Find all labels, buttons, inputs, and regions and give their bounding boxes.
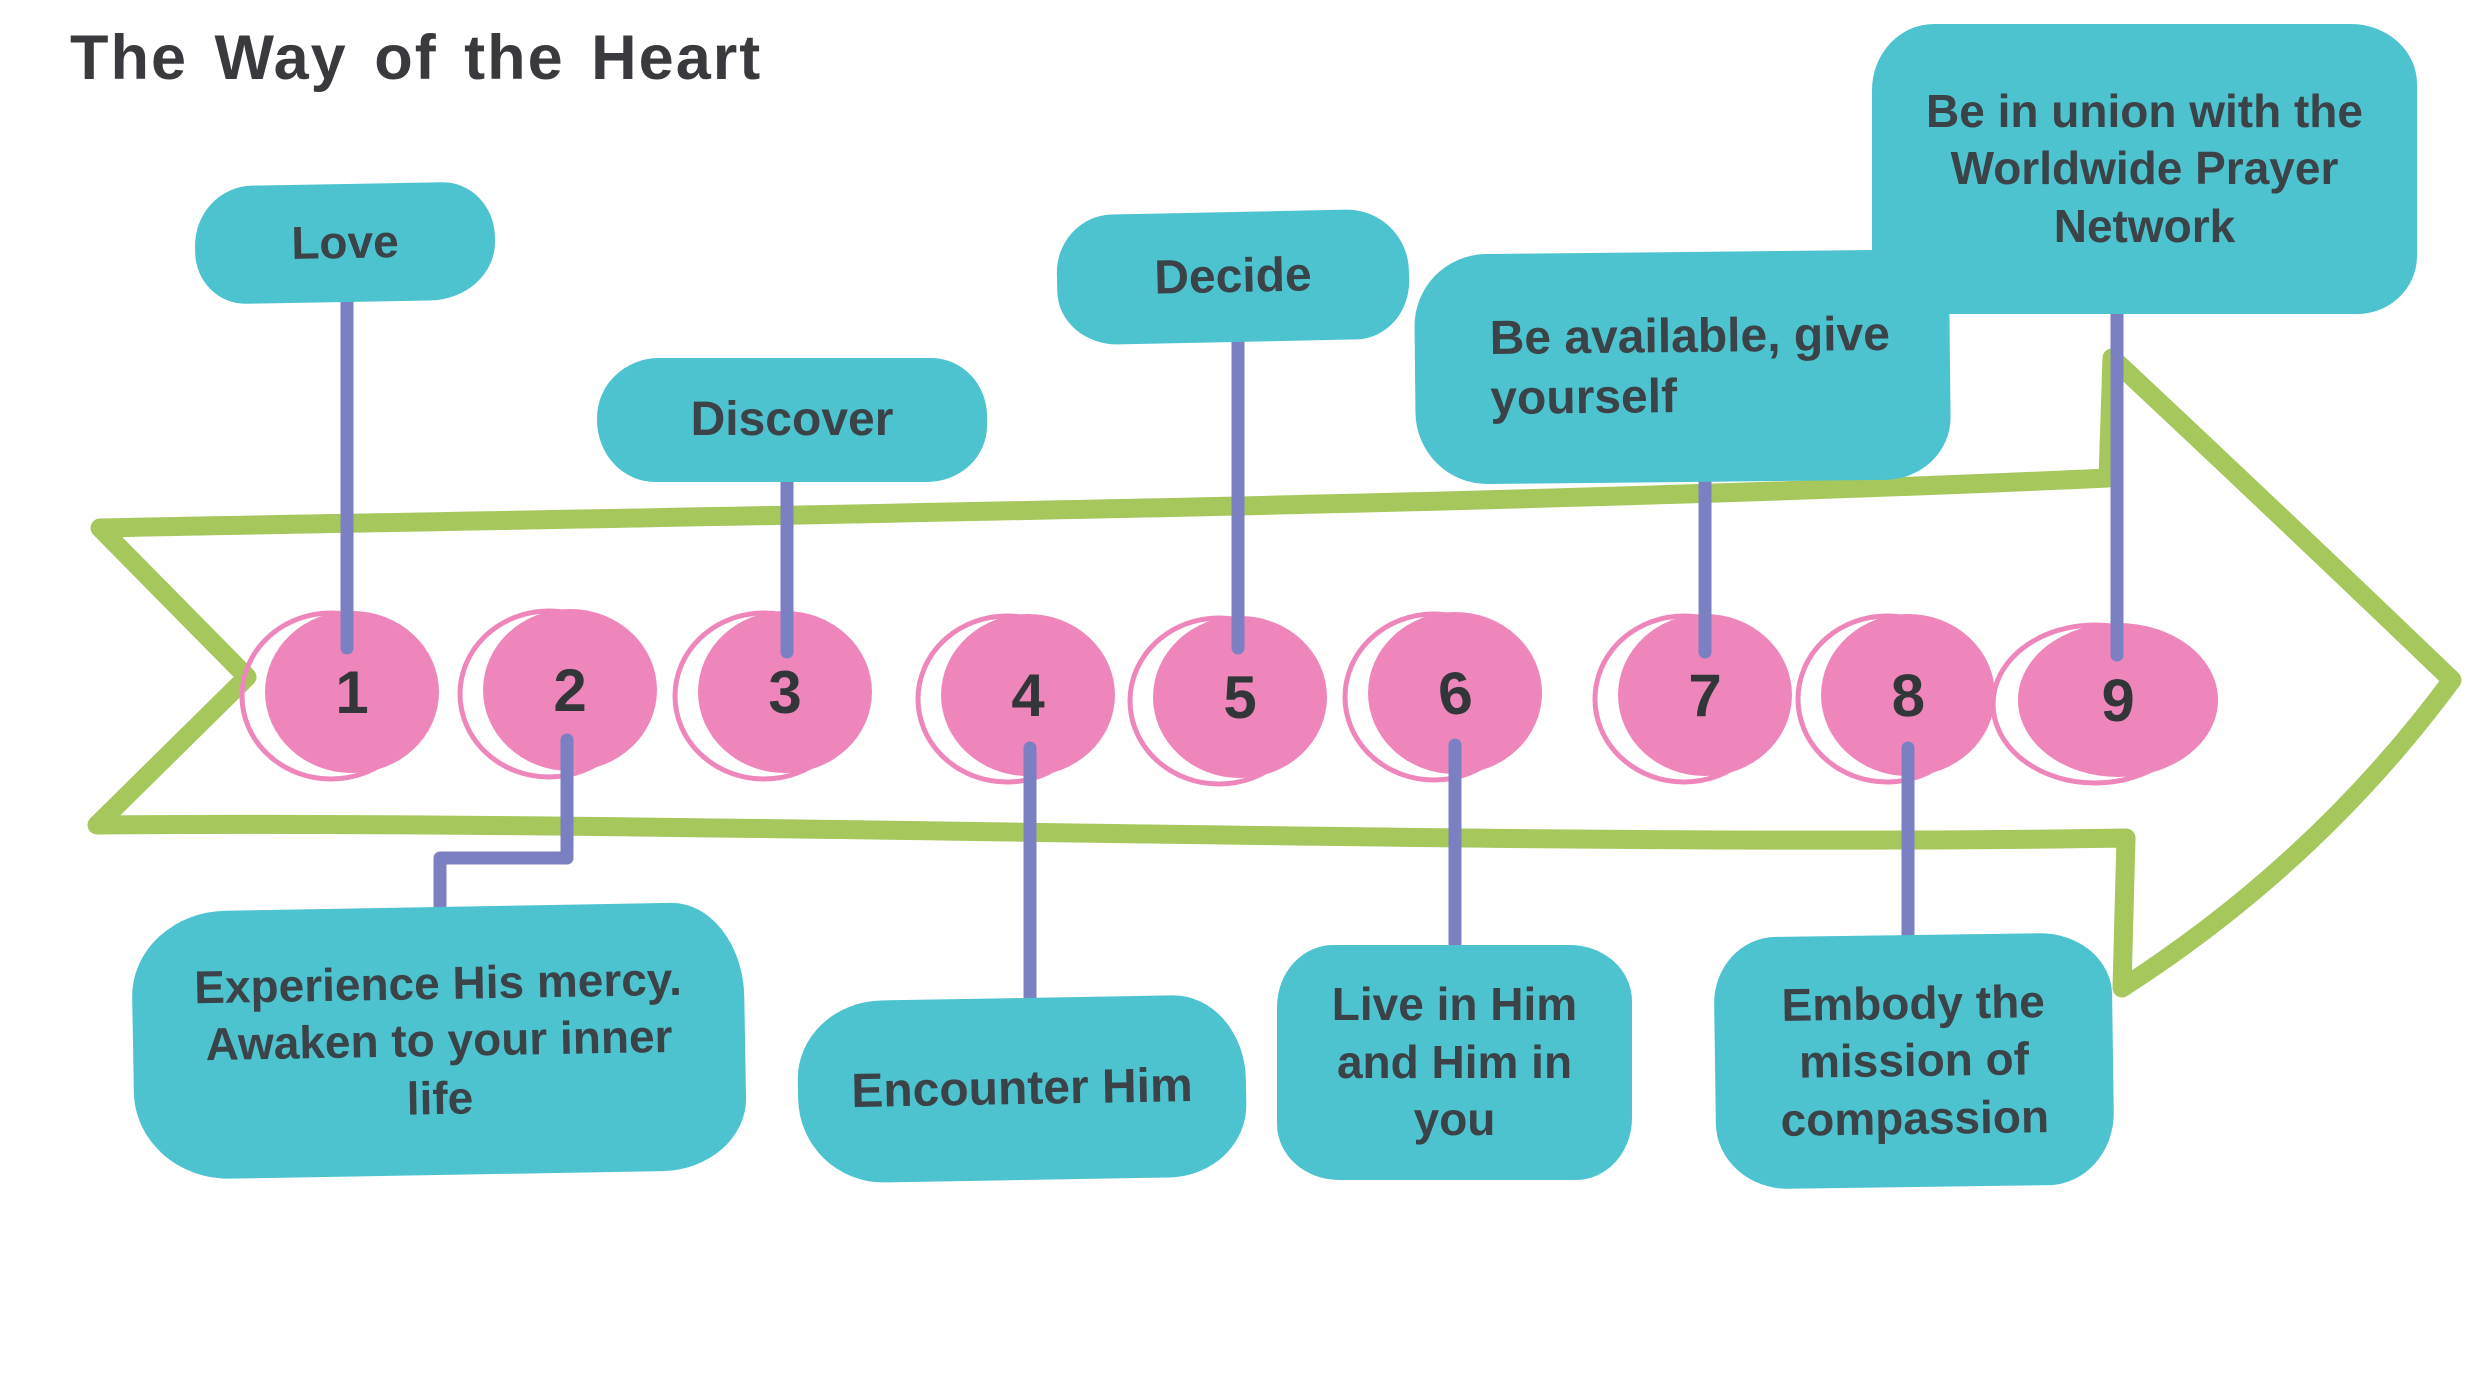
- step-4-circle: [915, 613, 1115, 785]
- step-9-label-bubble: Be in union with the Worldwide Prayer Ne…: [1872, 24, 2417, 314]
- step-3-label-bubble: Discover: [597, 358, 987, 482]
- step-6-circle: [1342, 611, 1542, 783]
- step-2-circle: [457, 608, 657, 780]
- step-7-circle: [1592, 613, 1792, 785]
- step-9-number: 9: [2100, 665, 2136, 735]
- step-6-number: 6: [1433, 657, 1477, 729]
- step-3-circle: [672, 610, 872, 782]
- step-5-circle: [1127, 615, 1327, 787]
- step-6-label-bubble: Live in Him and Him in you: [1277, 945, 1632, 1180]
- step-2-label-bubble: Experience His mercy. Awaken to your inn…: [130, 901, 748, 1181]
- step-4-number: 4: [1011, 661, 1045, 729]
- step-1-label-bubble: Love: [193, 181, 497, 305]
- step-9-circle: [1990, 622, 2218, 786]
- step-4-label-bubble: Encounter Him: [796, 994, 1248, 1184]
- step-5-number: 5: [1223, 663, 1257, 731]
- step-7-number: 7: [1688, 661, 1722, 729]
- step-3-number: 3: [768, 658, 802, 726]
- connector-step-2: [433, 733, 574, 949]
- step-8-number: 8: [1889, 660, 1927, 730]
- step-1-number: 1: [335, 658, 369, 726]
- step-5-label-bubble: Decide: [1055, 208, 1411, 346]
- step-8-label-bubble: Embody the mission of compassion: [1713, 932, 2115, 1190]
- page-title: The Way of the Heart: [70, 23, 763, 93]
- step-2-number: 2: [553, 656, 587, 724]
- step-8-circle: [1795, 613, 1995, 785]
- step-1-circle: [239, 610, 439, 782]
- step-7-label-bubble: Be available, give yourself: [1413, 249, 1952, 485]
